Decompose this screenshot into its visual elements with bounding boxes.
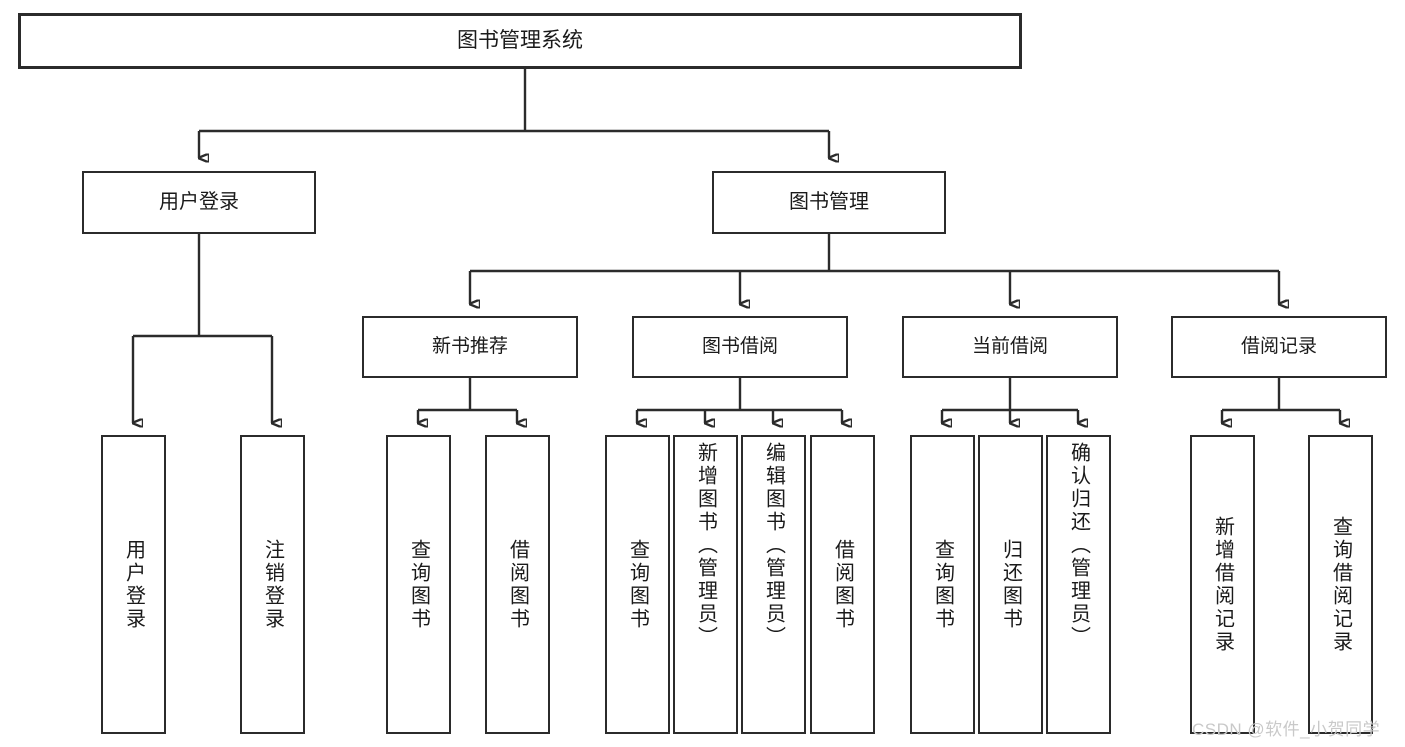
node-label: 查询借阅记录: [1329, 515, 1352, 654]
node-book-management[interactable]: 图书管理: [712, 171, 946, 234]
node-label: 用户登录: [159, 190, 239, 213]
node-label: 图书管理: [789, 190, 869, 213]
leaf-user-login-login[interactable]: 用户登录: [101, 435, 166, 734]
leaf-current-return-book[interactable]: 归还图书: [978, 435, 1043, 734]
watermark: CSDN @软件_小贺同学: [1192, 720, 1381, 739]
node-label: 借阅图书: [831, 538, 854, 631]
leaf-record-query-record[interactable]: 查询借阅记录: [1308, 435, 1373, 734]
node-label: 图书管理系统: [457, 28, 583, 52]
node-user-login[interactable]: 用户登录: [82, 171, 316, 234]
node-label: 新增图书（管理员）: [694, 442, 717, 649]
leaf-borrow-query-book[interactable]: 查询图书: [605, 435, 670, 734]
node-label: 新增借阅记录: [1211, 515, 1234, 654]
leaf-record-add-record[interactable]: 新增借阅记录: [1190, 435, 1255, 734]
node-label: 新书推荐: [431, 335, 508, 357]
node-label: 查询图书: [626, 538, 649, 631]
leaf-borrow-edit-book-admin[interactable]: 编辑图书（管理员）: [741, 435, 806, 734]
leaf-borrow-borrow-book[interactable]: 借阅图书: [810, 435, 875, 734]
node-label: 注销登录: [261, 538, 284, 631]
leaf-recommend-borrow-book[interactable]: 借阅图书: [485, 435, 550, 734]
node-borrow-record[interactable]: 借阅记录: [1171, 316, 1387, 378]
node-label: 归还图书: [999, 538, 1022, 631]
leaf-recommend-query-book[interactable]: 查询图书: [386, 435, 451, 734]
node-current-borrow[interactable]: 当前借阅: [902, 316, 1118, 378]
node-label: 借阅记录: [1240, 335, 1317, 357]
leaf-user-login-logout[interactable]: 注销登录: [240, 435, 305, 734]
leaf-current-confirm-return-admin[interactable]: 确认归还（管理员）: [1046, 435, 1111, 734]
node-label: 图书借阅: [701, 335, 778, 357]
node-label: 查询图书: [931, 538, 954, 631]
node-label: 查询图书: [407, 538, 430, 631]
node-new-book-recommend[interactable]: 新书推荐: [362, 316, 578, 378]
node-label: 编辑图书（管理员）: [762, 442, 785, 649]
node-root-system[interactable]: 图书管理系统: [18, 13, 1022, 69]
node-label: 当前借阅: [971, 335, 1048, 357]
node-label: 用户登录: [122, 538, 145, 631]
node-label: 确认归还（管理员）: [1067, 442, 1090, 649]
node-label: 借阅图书: [506, 538, 529, 631]
node-book-borrow[interactable]: 图书借阅: [632, 316, 848, 378]
leaf-borrow-add-book-admin[interactable]: 新增图书（管理员）: [673, 435, 738, 734]
leaf-current-query-book[interactable]: 查询图书: [910, 435, 975, 734]
